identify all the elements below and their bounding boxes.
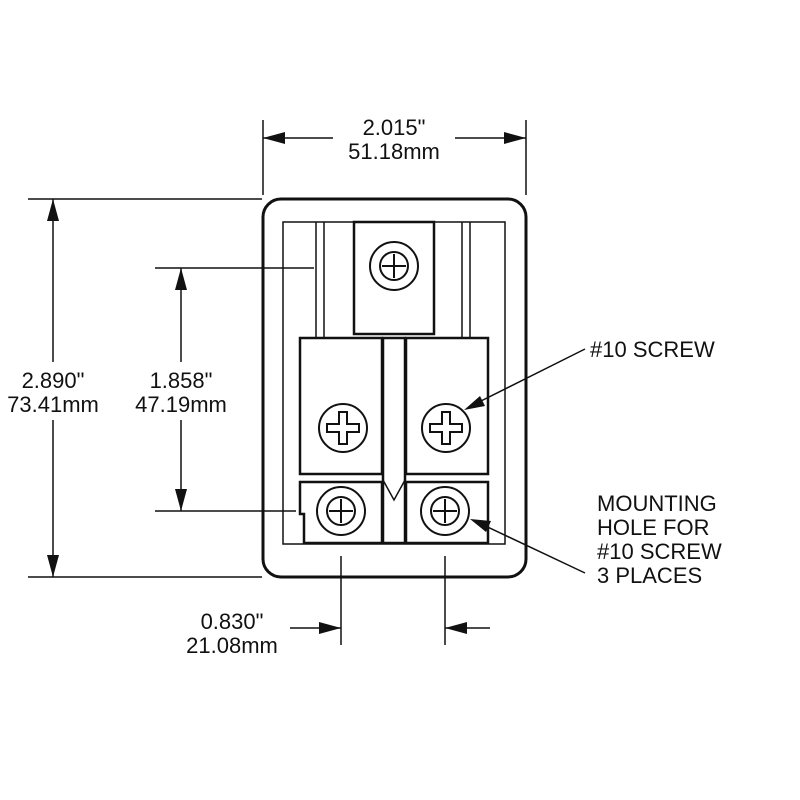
bottom-right-tab [404,480,490,545]
height-inches: 2.890" [21,368,85,393]
hole-horizontal-inches: 0.830" [200,609,264,634]
screw-callout: #10 SCREW [590,337,715,362]
bottom-left-mounting-hole [316,486,366,536]
hole-horizontal-mm: 21.08mm [186,633,278,658]
hole-vertical-inches: 1.858" [149,368,213,393]
hole-vertical-label: 1.858" 47.19mm [124,369,238,417]
leader-mounting-hole [470,519,586,574]
mounting-hole-line-3: #10 SCREW [597,539,722,564]
left-terminal-screw [318,403,368,453]
height-mm: 73.41mm [7,392,99,417]
dimension-width [262,120,527,195]
center-divider [381,336,407,545]
bottom-right-mounting-hole [420,486,470,536]
hole-vertical-mm: 47.19mm [135,392,227,417]
height-label: 2.890" 73.41mm [0,369,110,417]
mounting-hole-line-4: 3 PLACES [597,563,703,588]
hole-horizontal-label: 0.830" 21.08mm [172,610,292,658]
top-mounting-hole [369,241,419,291]
width-label: 2.015" 51.18mm [334,116,454,164]
right-terminal-screw [421,403,471,453]
width-inches: 2.015" [362,115,426,140]
dimension-hole-horizontal [290,556,490,645]
mounting-hole-line-1: MOUNTING [597,491,717,516]
dimension-hole-vertical [155,267,314,512]
mounting-hole-line-2: HOLE FOR [597,515,710,540]
dimension-height [28,198,262,578]
leader-screw [464,348,586,410]
mounting-hole-callout: MOUNTING HOLE FOR #10 SCREW 3 PLACES [597,492,722,588]
width-mm: 51.18mm [348,139,440,164]
left-terminal-clamp [298,336,384,476]
